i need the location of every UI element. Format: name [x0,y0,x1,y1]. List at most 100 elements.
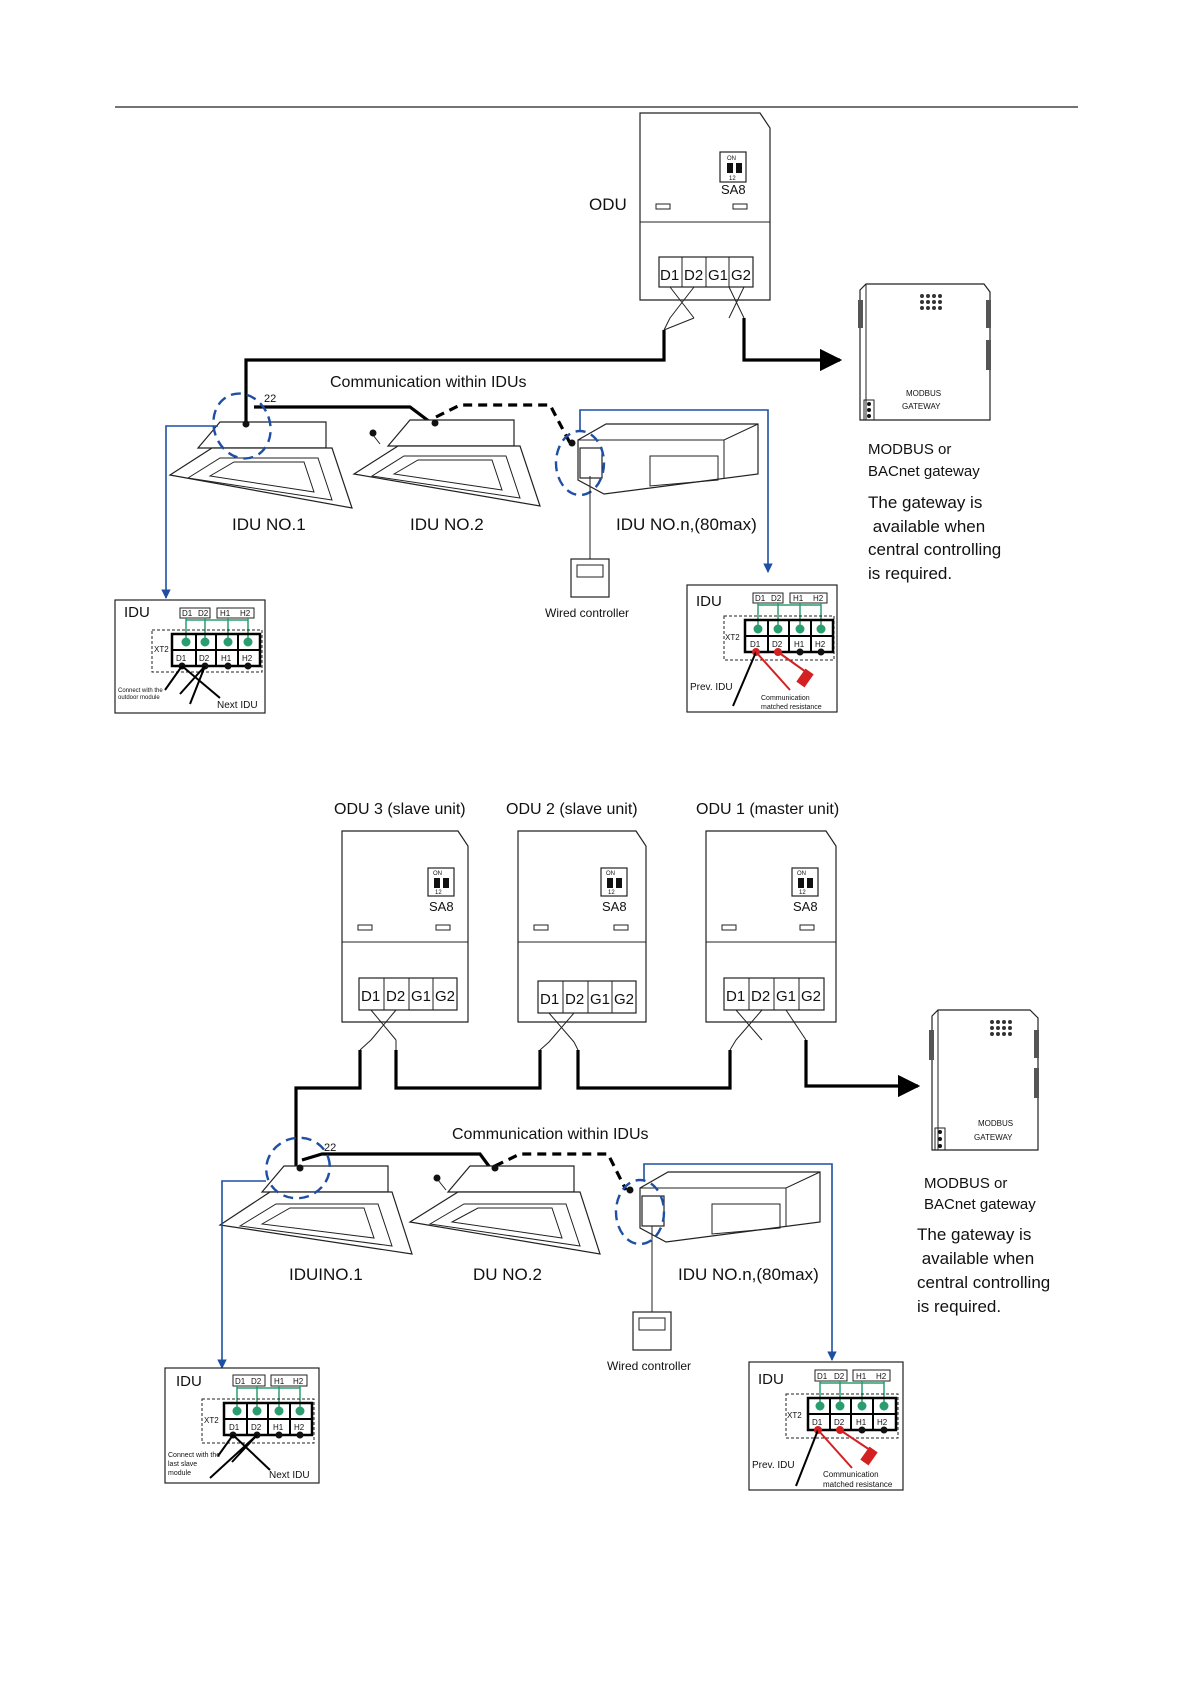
gateway-note-2: available when [868,517,985,536]
comm-label: Communication within IDUs [330,374,527,391]
svg-text:H1: H1 [793,594,804,603]
idu2-to-idun-bus-2 [494,1152,628,1191]
sa8-label: SA8 [721,182,746,197]
odu-2-label: ODU 2 (slave unit) [506,801,638,818]
svg-text:last slave: last slave [168,1461,197,1468]
wired-controller [570,558,610,598]
idu-2-cassette-2 [408,1164,601,1255]
svg-text:D2: D2 [771,594,782,603]
odu-label: ODU [589,195,627,214]
odu-1-to-gateway-bus [804,1040,921,1098]
wired-controller-2 [632,1311,672,1351]
svg-text:IDU: IDU [758,1371,784,1388]
svg-text:GATEWAY: GATEWAY [974,1133,1013,1142]
svg-text:matched resistance: matched resistance [823,1480,893,1489]
idu-n-terminal-highlight-2 [614,1178,666,1246]
svg-text:ON: ON [727,156,736,162]
idu-1-terminal-highlight [212,392,272,460]
odu-3-to-idu-bus [294,1050,362,1168]
svg-text:H2: H2 [240,609,251,618]
gateway-name-2a: MODBUS or [924,1175,1007,1192]
idu-n-label-2: IDU NO.n,(80max) [678,1265,819,1284]
wired-controller-label: Wired controller [545,606,629,620]
odu-3-to-odu-2-bus [394,1050,542,1090]
svg-text:D2: D2 [772,640,783,649]
odu-1-unit: ON 12 SA8 D1 D2 G1 G2 [705,830,837,1051]
svg-text:D2: D2 [834,1372,845,1381]
svg-text:H1: H1 [794,640,805,649]
svg-text:D2: D2 [684,267,703,284]
idu-1-label: IDU NO.1 [232,515,306,534]
idu-n-ducted [568,423,759,495]
idu-2-cassette [352,419,541,507]
diagram-2: ODU 3 (slave unit) ODU 2 (slave unit) OD… [164,801,1050,1491]
idu-1-terminal-highlight-2 [265,1136,331,1200]
svg-text:MODBUS: MODBUS [906,389,941,398]
idu-n-ducted-2 [626,1171,821,1243]
idu-n-detail-leader [579,409,773,573]
svg-text:SA8: SA8 [429,899,454,914]
gateway-name-2: BACnet gateway [868,463,980,480]
gateway-note-2a: The gateway is [917,1225,1031,1244]
svg-text:G1: G1 [776,988,796,1005]
svg-text:H1: H1 [856,1372,867,1381]
svg-text:G1: G1 [411,988,431,1005]
svg-text:12: 12 [799,890,806,896]
gateway-note-2d: is required. [917,1297,1001,1316]
idu-1-terminal-detail-2: IDU D1 D2 H1 H2 XT2 D1 D2 H1 H2 [164,1367,320,1484]
svg-text:module: module [168,1470,191,1477]
idu-1-detail-leader [161,425,218,599]
svg-text:D2: D2 [565,991,584,1008]
svg-text:D1: D1 [755,594,766,603]
svg-text:IDU: IDU [176,1373,202,1390]
svg-text:XT2: XT2 [204,1416,219,1425]
svg-text:H2: H2 [815,640,826,649]
svg-text:D1: D1 [361,988,380,1005]
svg-text:Communication: Communication [823,1470,879,1479]
comm-label-2: Communication within IDUs [452,1126,649,1143]
idu-n-terminal-detail: IDU D1 D2 H1 H2 XT2 D1 D2 H1 H2 [686,584,838,713]
gateway-name: MODBUS or [868,441,951,458]
odu-2-unit: ON 12 SA8 D1 D2 G1 G2 [517,830,647,1051]
svg-text:D2: D2 [751,988,770,1005]
gateway-note-3: central controlling [868,540,1001,559]
svg-text:G2: G2 [614,991,634,1008]
idu-1-cassette [168,420,353,509]
odu-1-label: ODU 1 (master unit) [696,801,839,818]
idu-n-label: IDU NO.n,(80max) [616,515,757,534]
idu1-to-idu2-bus [254,405,435,427]
gateway-note-2c: central controlling [917,1273,1050,1292]
odu-3-label: ODU 3 (slave unit) [334,801,466,818]
svg-text:D1: D1 [812,1418,823,1427]
svg-text:D1: D1 [235,1377,246,1386]
idu-1-detail-leader-2 [217,1180,266,1369]
gateway-note-4: is required. [868,564,952,583]
svg-text:H1: H1 [274,1377,285,1386]
svg-text:outdoor module: outdoor module [118,695,160,701]
svg-text:D1: D1 [660,267,679,284]
svg-text:H1: H1 [221,654,232,663]
svg-text:D1: D1 [229,1423,240,1432]
idu-n-terminal-detail-2: IDU D1 D2 H1 H2 XT2 D1 D2 H1 H2 [748,1361,904,1491]
idu1-to-idu2-bus-2 [301,1152,496,1174]
idu-n-detail-leader-2 [643,1163,837,1361]
svg-text:H2: H2 [876,1372,887,1381]
svg-text:Communication: Communication [761,695,810,702]
svg-text:G2: G2 [435,988,455,1005]
svg-text:XT2: XT2 [787,1411,802,1420]
svg-text:H2: H2 [294,1423,305,1432]
idu-n-terminal [579,447,603,479]
svg-text:D2: D2 [199,654,210,663]
svg-text:ON: ON [433,871,442,877]
svg-text:12: 12 [608,890,615,896]
svg-text:D1: D1 [726,988,745,1005]
odu-unit: ON 12 SA8 D1 D2 G1 G2 [639,112,771,331]
svg-text:IDU: IDU [696,593,722,610]
svg-text:XT2: XT2 [154,645,169,654]
svg-text:D2: D2 [251,1377,262,1386]
svg-text:GATEWAY: GATEWAY [902,402,941,411]
gateway-note-1: The gateway is [868,493,982,512]
odu-to-idu-bus [244,330,666,433]
gateway-device: MODBUS GATEWAY [858,283,991,421]
svg-text:D2: D2 [834,1418,845,1427]
